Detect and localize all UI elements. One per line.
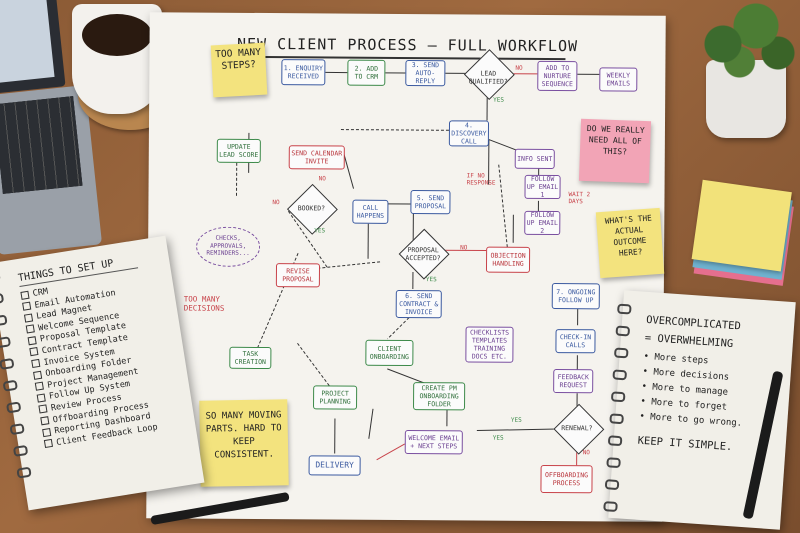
- node-check-in-calls: CHECK-IN CALLS: [555, 329, 596, 354]
- node-offboarding-process: OFFBOARDING PROCESS: [540, 464, 593, 494]
- node-discovery-call: 4. DISCOVERY CALL: [448, 120, 490, 147]
- bullet-icon: •: [640, 396, 652, 408]
- checkbox-icon: [31, 358, 41, 369]
- checkbox-icon: [20, 290, 30, 300]
- checkbox-icon: [40, 416, 50, 426]
- label-wait-2-days: WAIT 2 DAYS: [568, 191, 591, 206]
- node-update-lead-score: UPDATE LEAD SCORE: [216, 138, 261, 163]
- node-objection-handling: OBJECTION HANDLING: [485, 246, 531, 273]
- label-yes-renewal-2: YES: [492, 434, 504, 442]
- node-info-sent: INFO SENT: [514, 148, 555, 170]
- node-send-proposal: 5. SEND PROPOSAL: [410, 190, 451, 215]
- checkbox-icon: [36, 393, 46, 403]
- label-proposal-accepted: PROPOSAL ACCEPTED?: [405, 246, 441, 263]
- checkbox-icon: [38, 404, 48, 414]
- label-booked: BOOKED?: [297, 204, 326, 213]
- sticky-actual-outcome: WHAT'S THE ACTUAL OUTCOME HERE?: [595, 207, 665, 279]
- checkbox-icon: [34, 381, 44, 392]
- overwhelming-list: • More steps• More decisions• More to ma…: [639, 350, 778, 434]
- right-notebook-line1: OVERCOMPLICATED: [645, 313, 742, 333]
- label-lead-qualified: LEAD QUALIFIED?: [468, 69, 508, 86]
- coffee: [82, 14, 152, 56]
- node-feedback-request: FEEDBACK REQUEST: [553, 369, 594, 394]
- node-call-happens: CALL HAPPENS: [352, 199, 389, 224]
- overwhelming-list-item-label: More steps: [654, 352, 709, 367]
- checkbox-icon: [33, 370, 43, 380]
- plant-leaves: [690, 0, 800, 80]
- right-notebook-line2: = OVERWHELMING: [644, 331, 734, 351]
- sticky-moving-parts: SO MANY MOVING PARTS. HARD TO KEEP CONSI…: [199, 399, 289, 487]
- node-client-onboarding: CLIENT ONBOARDING: [365, 339, 414, 367]
- workflow-poster: NEW CLIENT PROCESS – FULL WORKFLOW: [146, 12, 666, 522]
- label-no-lead: NO: [515, 64, 523, 72]
- node-create-pm-folder: CREATE PM ONBOARDING FOLDER: [413, 382, 466, 411]
- node-nurture-sequence: ADD TO NURTURE SEQUENCE: [537, 60, 578, 92]
- node-welcome-email: WELCOME EMAIL + NEXT STEPS: [404, 429, 463, 455]
- node-ongoing-follow-up: 7. ONGOING FOLLOW UP: [551, 283, 600, 310]
- cloud-checks-text: CHECKS, APPROVALS, REMINDERS...: [206, 234, 250, 257]
- node-send-contract: 6. SEND CONTRACT & INVOICE: [395, 289, 442, 319]
- right-notebook-footer: KEEP IT SIMPLE.: [637, 434, 733, 454]
- checkbox-icon: [23, 313, 34, 323]
- node-auto-reply: 3. SEND AUTO-REPLY: [405, 59, 446, 87]
- bullet-icon: •: [642, 366, 654, 378]
- setup-list-item-label: CRM: [32, 286, 49, 300]
- bullet-icon: •: [639, 411, 651, 423]
- node-add-to-crm: 2. ADD TO CRM: [347, 59, 386, 86]
- sticky-too-many-steps: TOO MANY STEPS?: [210, 42, 268, 98]
- node-checklists: CHECKLISTS TEMPLATES TRAINING DOCS ETC.: [465, 326, 514, 363]
- checkbox-icon: [42, 427, 52, 437]
- node-send-calendar-invite: SEND CALENDAR INVITE: [288, 145, 345, 170]
- node-follow-up-email-2: FOLLOW UP EMAIL 2: [524, 210, 561, 236]
- node-project-planning: PROJECT PLANNING: [313, 385, 358, 410]
- checkbox-icon: [25, 324, 35, 334]
- label-yes-renewal-1: YES: [510, 416, 522, 424]
- checkbox-icon: [22, 301, 32, 311]
- label-too-many-decisions: TOO MANY DECISIONS: [183, 294, 225, 313]
- label-no-proposal: NO: [460, 244, 468, 252]
- node-task-creation: TASK CREATION: [229, 346, 272, 370]
- checkbox-icon: [27, 336, 37, 346]
- overwhelming-list-item-label: More to go wrong.: [649, 412, 743, 429]
- node-revise-proposal: REVISE PROPOSAL: [275, 263, 321, 288]
- label-yes-lead: YES: [493, 96, 505, 104]
- node-enquiry: 1. ENQUIRY RECEIVED: [281, 59, 326, 86]
- label-yes-proposal: YES: [425, 276, 437, 284]
- label-no-booked-2: NO: [272, 199, 280, 207]
- label-no-renewal: NO: [582, 449, 590, 457]
- label-no-booked-1: NO: [318, 175, 326, 183]
- node-delivery: DELIVERY: [308, 455, 361, 476]
- sticky-do-we-need: DO WE REALLY NEED ALL OF THIS?: [578, 118, 652, 184]
- node-follow-up-email-1: FOLLOW UP EMAIL 1: [524, 174, 561, 200]
- label-yes-booked: YES: [314, 227, 326, 235]
- node-weekly-emails: WEEKLY EMAILS: [599, 67, 638, 92]
- checkbox-icon: [43, 439, 54, 449]
- bullet-icon: •: [643, 351, 655, 363]
- bullet-icon: •: [641, 381, 653, 393]
- checkbox-icon: [29, 347, 39, 357]
- label-if-no-response: IF NO RESPONSE: [466, 172, 496, 187]
- label-renewal: RENEWAL?: [561, 424, 593, 433]
- sticky-pad-stack: [690, 179, 798, 286]
